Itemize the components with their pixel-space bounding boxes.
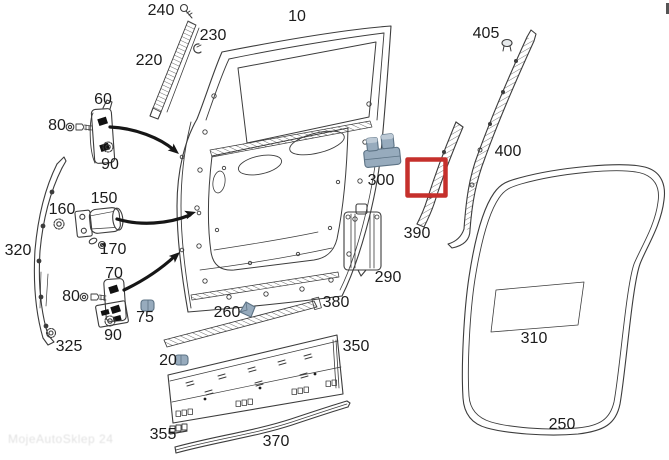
watermark-text: MojeAutoSklep 24	[8, 432, 114, 446]
part-80-bolt-icon-bottom	[79, 292, 107, 302]
part-80-bolt-icon-top	[65, 122, 93, 132]
part-405-clip-icon	[501, 38, 513, 52]
part-pillar-trim-220	[149, 20, 200, 120]
part-label-90-top: 90	[101, 156, 119, 173]
part-label-70: 70	[105, 265, 123, 282]
part-170-pins-icon	[88, 237, 107, 250]
part-90-nut-icon-top	[102, 141, 114, 153]
part-label-320: 320	[4, 242, 32, 259]
part-sill-molding-370	[174, 400, 351, 454]
part-label-355: 355	[149, 426, 177, 443]
part-label-220: 220	[135, 52, 163, 69]
part-lower-panel-350	[167, 334, 344, 424]
part-door-seal-250	[461, 164, 666, 436]
part-label-160: 160	[48, 201, 76, 218]
part-label-325: 325	[55, 338, 83, 355]
part-label-80-top: 80	[48, 117, 66, 134]
part-label-310: 310	[520, 330, 548, 347]
part-label-80-bottom: 80	[62, 288, 80, 305]
part-90-nut-icon-bottom	[104, 315, 116, 327]
part-lower-hinge-70	[95, 278, 129, 328]
part-label-290: 290	[374, 269, 402, 286]
part-230-clip-icon	[193, 43, 202, 54]
part-label-240: 240	[147, 2, 175, 19]
part-label-390: 390	[403, 225, 431, 242]
part-260-grommet	[239, 301, 256, 318]
part-300-grommet	[363, 133, 402, 168]
part-label-230: 230	[199, 27, 227, 44]
part-door-shell	[176, 25, 392, 313]
part-355-clips-icon	[169, 423, 188, 435]
part-240-screw-icon	[179, 3, 193, 19]
part-label-150: 150	[90, 190, 118, 207]
part-label-260: 260	[213, 304, 241, 321]
part-label-170: 170	[99, 241, 127, 258]
part-label-90-bottom: 90	[104, 327, 122, 344]
door-bolt-holes	[179, 93, 372, 300]
part-door-check-150	[74, 207, 124, 238]
part-belt-strip-380	[163, 296, 322, 348]
part-label-300: 300	[367, 172, 395, 189]
part-upper-hinge-60	[89, 99, 116, 164]
part-20-grommet	[174, 354, 189, 366]
part-label-60: 60	[94, 91, 112, 108]
part-325-clip-icon	[45, 327, 57, 339]
part-label-370: 370	[262, 433, 290, 450]
part-160-nut-icon	[53, 218, 65, 230]
part-label-400: 400	[494, 143, 522, 160]
part-label-250: 250	[548, 416, 576, 433]
highlight-box	[405, 157, 448, 198]
part-pillar-trim-390	[416, 121, 464, 228]
part-label-10: 10	[288, 8, 306, 25]
part-bracket-290	[343, 203, 382, 277]
part-frame-trim-400	[447, 29, 537, 249]
part-label-20: 20	[159, 352, 177, 369]
part-pad-310	[490, 281, 585, 333]
edge-artifact	[666, 3, 669, 14]
part-label-380: 380	[322, 294, 350, 311]
part-label-405: 405	[472, 25, 500, 42]
part-weatherstrip-320	[33, 156, 67, 346]
assembly-arrows	[108, 125, 196, 292]
part-label-75: 75	[136, 309, 154, 326]
part-label-350: 350	[342, 338, 370, 355]
part-75-grommet	[140, 299, 155, 312]
